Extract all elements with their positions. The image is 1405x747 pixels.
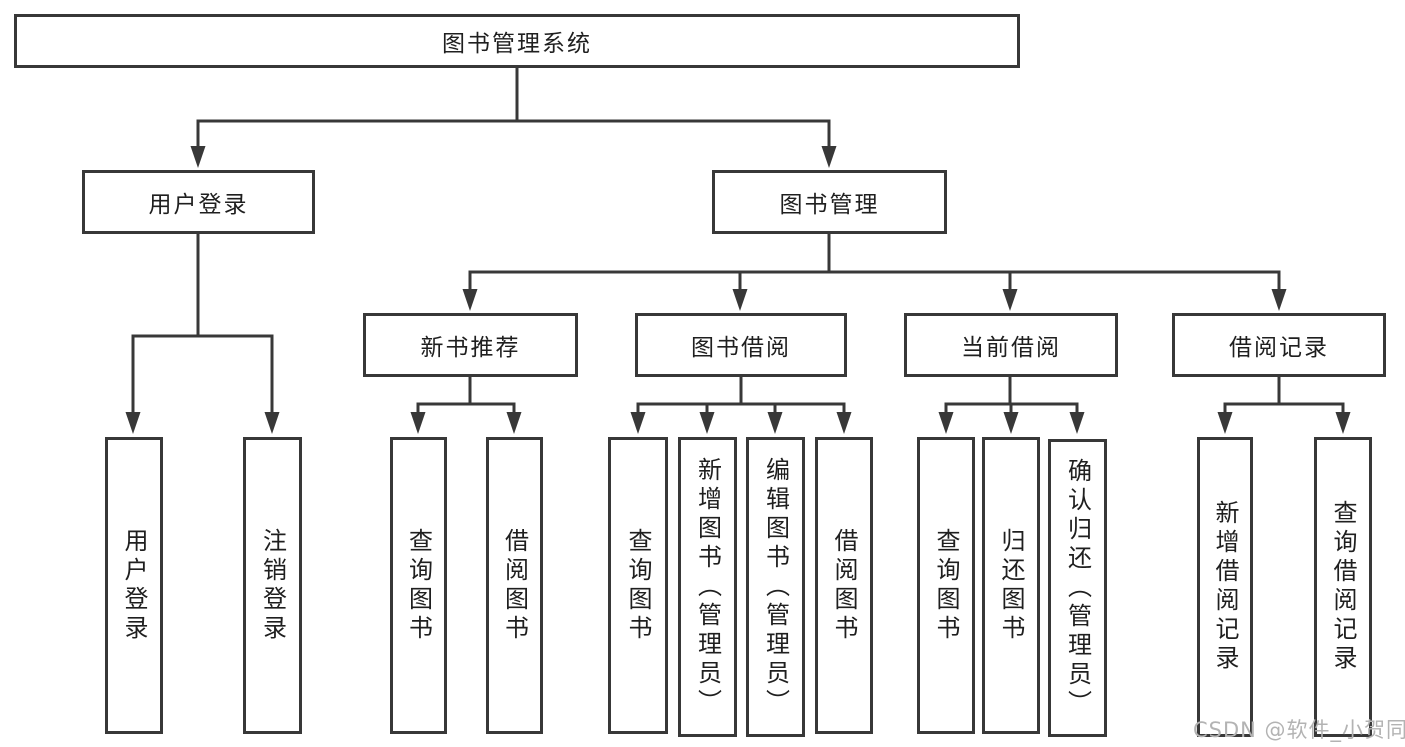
- arrow-down-icon: [264, 412, 280, 434]
- leaf-br-query-record: 查询借阅记录: [1314, 437, 1372, 737]
- leaf-bb-edit-book-admin: 编辑图书（管理员）: [746, 437, 805, 737]
- leaf-cb-return-book: 归还图书: [982, 437, 1040, 734]
- leaf-cb-confirm-return-admin: 确认归还（管理员）: [1048, 439, 1107, 737]
- arrow-down-icon: [699, 412, 715, 434]
- arrow-down-icon: [410, 412, 426, 434]
- leaf-bb-query-book: 查询图书: [608, 437, 668, 734]
- connector-borrowrecords-to-leaves: [1223, 375, 1345, 418]
- arrow-down-icon: [1003, 412, 1019, 434]
- arrow-down-icon: [1002, 289, 1018, 311]
- arrow-down-icon: [506, 412, 522, 434]
- leaf-logout: 注销登录: [243, 437, 302, 734]
- arrow-down-icon: [630, 412, 646, 434]
- arrow-down-icon: [732, 289, 748, 311]
- arrow-down-icon: [1069, 412, 1085, 434]
- leaf-nb-query-book: 查询图书: [390, 437, 447, 734]
- arrow-down-icon: [836, 412, 852, 434]
- arrow-down-icon: [767, 412, 783, 434]
- connector-root-to-level1: [196, 66, 831, 152]
- leaf-bb-borrow-book: 借阅图书: [815, 437, 873, 734]
- node-borrow-records: 借阅记录: [1172, 313, 1386, 377]
- arrow-down-icon: [1335, 412, 1351, 434]
- watermark: CSDN @软件_小贺同学: [1193, 718, 1405, 742]
- arrow-down-icon: [462, 289, 478, 311]
- leaf-user-login: 用户登录: [105, 437, 163, 734]
- node-new-book-recommend: 新书推荐: [363, 313, 578, 377]
- leaf-br-add-record: 新增借阅记录: [1197, 437, 1253, 737]
- connector-newbook-to-leaves: [416, 375, 516, 418]
- node-book-management: 图书管理: [712, 170, 947, 234]
- arrow-down-icon: [190, 146, 206, 168]
- connector-bookborrow-to-leaves: [636, 375, 846, 418]
- connector-userlogin-to-leaves: [131, 232, 274, 418]
- arrow-down-icon: [1217, 412, 1233, 434]
- leaf-nb-borrow-book: 借阅图书: [486, 437, 543, 734]
- arrow-down-icon: [821, 146, 837, 168]
- arrow-down-icon: [1271, 289, 1287, 311]
- node-root: 图书管理系统: [14, 14, 1020, 68]
- leaf-cb-query-book: 查询图书: [917, 437, 975, 734]
- arrow-down-icon: [125, 412, 141, 434]
- connector-currentborrow-to-leaves: [944, 375, 1079, 418]
- leaf-bb-add-book-admin: 新增图书（管理员）: [678, 437, 737, 737]
- arrow-down-icon: [938, 412, 954, 434]
- connector-bookmgmt-to-level2: [468, 232, 1281, 295]
- node-book-borrow: 图书借阅: [635, 313, 847, 377]
- node-user-login: 用户登录: [82, 170, 315, 234]
- node-current-borrow: 当前借阅: [904, 313, 1118, 377]
